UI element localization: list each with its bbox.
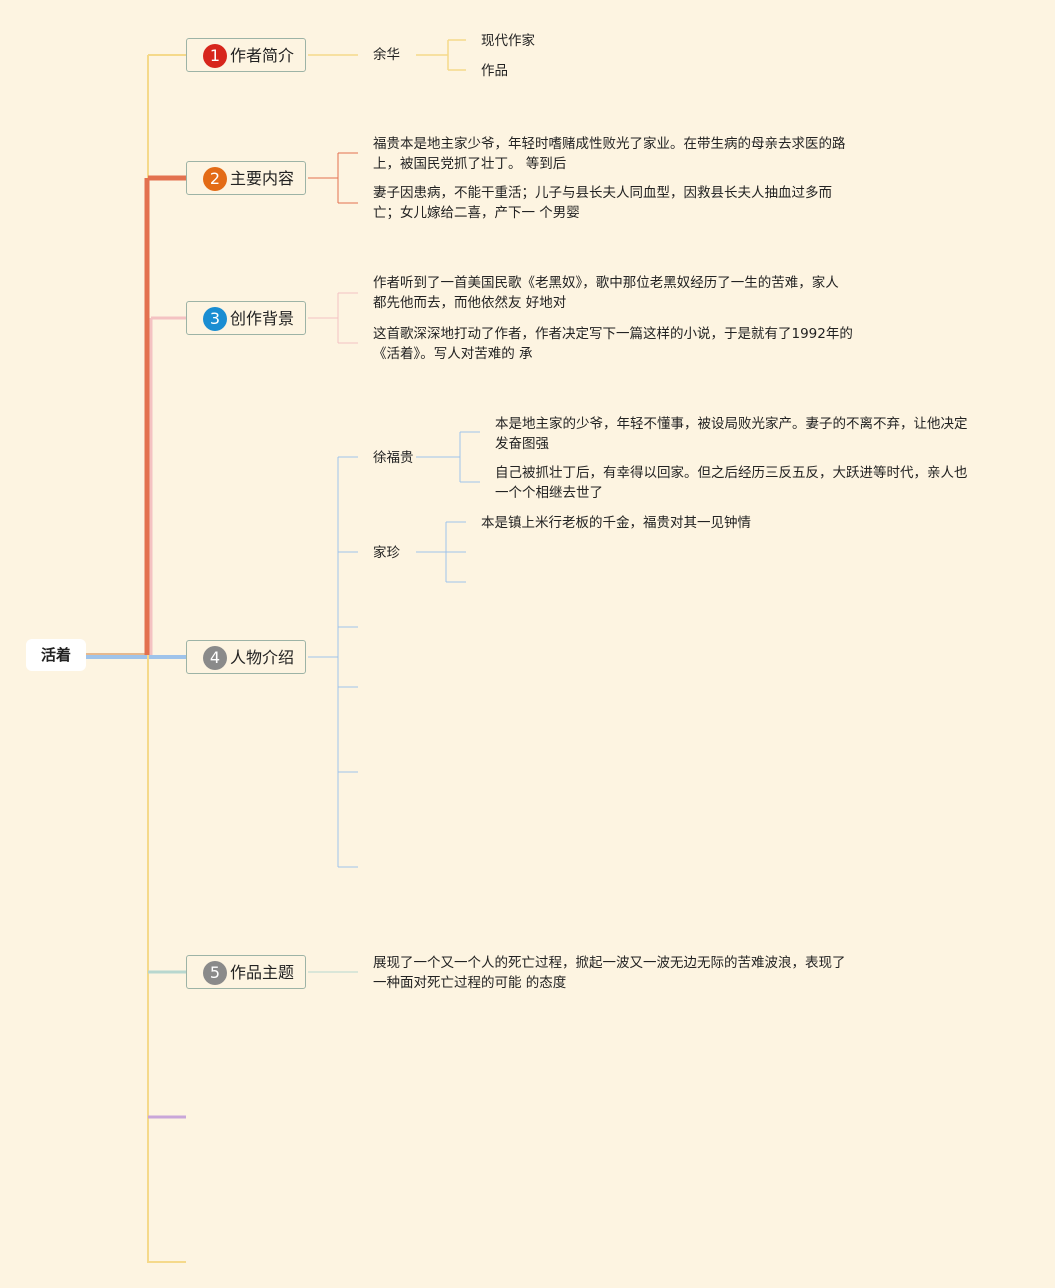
- background-item[interactable]: 作者听到了一首美国民歌《老黑奴》，歌中那位老黑奴经历了一生的苦难，家人 都先他而…: [373, 273, 839, 313]
- number-badge: 5: [203, 961, 227, 985]
- topic-theme[interactable]: 5 作品主题: [186, 955, 306, 989]
- character-name[interactable]: 徐福贵: [373, 450, 414, 466]
- text-line: 作者听到了一首美国民歌《老黑奴》，歌中那位老黑奴经历了一生的苦难，家人: [373, 275, 839, 291]
- subtopic-modern-writer[interactable]: 现代作家: [481, 33, 535, 49]
- text-line: 本是地主家的少爷，年轻不懂事，被设局败光家产。妻子的不离不弃，让他决定: [495, 416, 968, 432]
- number-badge: 2: [203, 167, 227, 191]
- text-line: 妻子因患病，不能干重活；儿子与县长夫人同血型，因救县长夫人抽血过多而: [373, 185, 832, 201]
- text-line: 自己被抓壮丁后，有幸得以回家。但之后经历三反五反，大跃进等时代，亲人也: [495, 465, 968, 481]
- topic-label: 主要内容: [230, 169, 295, 188]
- number-badge: 4: [203, 646, 227, 670]
- text-line: 上，被国民党抓了壮丁。 等到后: [373, 156, 567, 172]
- text-line: 亡；女儿嫁给二喜，产下一 个男婴: [373, 205, 580, 221]
- topic-main-content[interactable]: 2 主要内容: [186, 161, 306, 195]
- topic-label: 作品主题: [230, 963, 295, 982]
- topic-characters[interactable]: 4 人物介绍: [186, 640, 306, 674]
- topic-label: 创作背景: [230, 309, 295, 328]
- text-line: 都先他而去，而他依然友 好地对: [373, 295, 567, 311]
- topic-background[interactable]: 3 创作背景: [186, 301, 306, 335]
- topic-author-intro[interactable]: 1 作者简介: [186, 38, 306, 72]
- background-item[interactable]: 这首歌深深地打动了作者，作者决定写下一篇这样的小说，于是就有了1992年的 《活…: [373, 324, 853, 364]
- content-item[interactable]: 妻子因患病，不能干重活；儿子与县长夫人同血型，因救县长夫人抽血过多而 亡；女儿嫁…: [373, 183, 832, 223]
- character-detail[interactable]: 本是镇上米行老板的千金，福贵对其一见钟情: [481, 513, 751, 533]
- text-line: 发奋图强: [495, 436, 549, 452]
- text-line: 本是镇上米行老板的千金，福贵对其一见钟情: [481, 515, 751, 531]
- topic-label: 人物介绍: [230, 648, 295, 667]
- text-line: 展现了一个又一个人的死亡过程，掀起一波又一波无边无际的苦难波浪，表现了: [373, 955, 846, 971]
- text-line: 这首歌深深地打动了作者，作者决定写下一篇这样的小说，于是就有了1992年的: [373, 326, 853, 342]
- root-topic[interactable]: 活着: [26, 639, 86, 671]
- text-line: 福贵本是地主家少爷，年轻时嗜赌成性败光了家业。在带生病的母亲去求医的路: [373, 136, 846, 152]
- text-line: 《活着》。写人对苦难的 承: [373, 346, 533, 362]
- text-line: 一个个相继去世了: [495, 485, 603, 501]
- character-name[interactable]: 家珍: [373, 545, 400, 561]
- number-badge: 1: [203, 44, 227, 68]
- theme-item[interactable]: 展现了一个又一个人的死亡过程，掀起一波又一波无边无际的苦难波浪，表现了 一种面对…: [373, 953, 846, 993]
- subtopic-author-name[interactable]: 余华: [373, 47, 400, 63]
- character-detail[interactable]: 本是地主家的少爷，年轻不懂事，被设局败光家产。妻子的不离不弃，让他决定 发奋图强: [495, 414, 968, 454]
- character-detail[interactable]: 自己被抓壮丁后，有幸得以回家。但之后经历三反五反，大跃进等时代，亲人也 一个个相…: [495, 463, 968, 503]
- topic-label: 作者简介: [230, 46, 295, 65]
- text-line: 一种面对死亡过程的可能 的态度: [373, 975, 567, 991]
- number-badge: 3: [203, 307, 227, 331]
- subtopic-works[interactable]: 作品: [481, 63, 508, 79]
- content-item[interactable]: 福贵本是地主家少爷，年轻时嗜赌成性败光了家业。在带生病的母亲去求医的路 上，被国…: [373, 134, 846, 174]
